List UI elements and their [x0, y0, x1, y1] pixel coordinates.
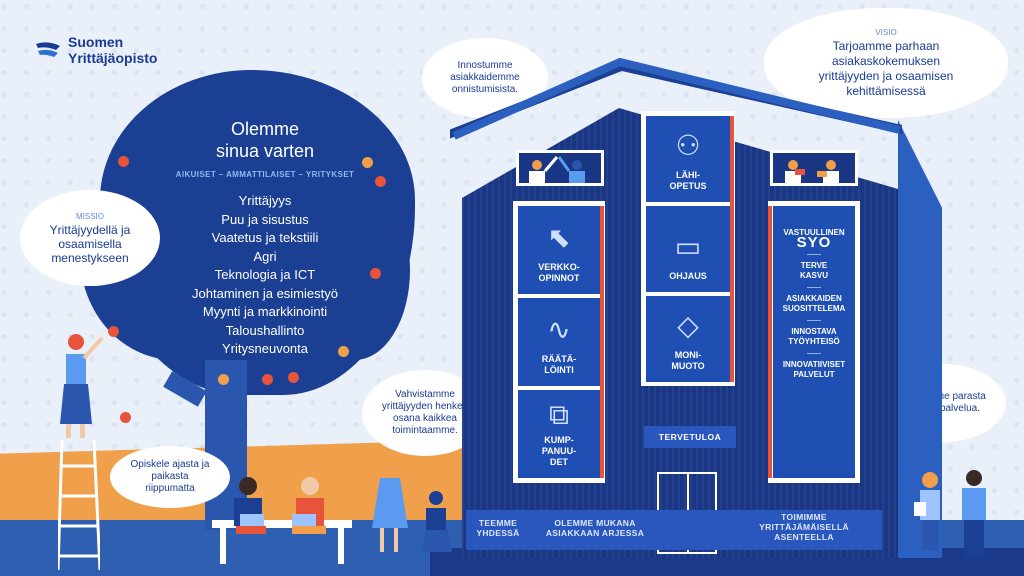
bench [212, 520, 352, 528]
window-people-left [516, 150, 604, 186]
tile-label: LÄHI- OPETUS [669, 170, 707, 191]
crown-title-line-2: sinua varten [215, 141, 315, 161]
offering-item[interactable]: Vaatetus ja tekstiili [211, 230, 319, 245]
tile-label: VERKKO- OPINNOT [538, 262, 580, 283]
crown-title: Olemme sinua varten [140, 118, 390, 162]
person-picking-fruit [60, 334, 104, 438]
bench-leg [338, 528, 344, 564]
visio-text: Tarjoamme parhaan asiakaskokemuksen yrit… [818, 38, 954, 98]
opiskele-bubble: Opiskele ajasta ja paikasta riippumatta [110, 446, 230, 508]
logo-line-1: Suomen [68, 34, 124, 50]
offering-item[interactable]: Yrittäjyys [238, 193, 292, 208]
innostumme-text: Innostumme asiakkaidemme onnistumisista. [450, 60, 520, 95]
values-panel: VASTUULLINEN SYO TERVE KASVU ASIAKKAIDEN… [773, 206, 855, 478]
roof-outline [452, 58, 901, 140]
fruit-icon [288, 372, 299, 383]
people-with-tablet [372, 460, 452, 552]
high-five-people-icon [529, 156, 585, 183]
tile-label: RÄÄTÄ- LÖINTI [541, 354, 577, 375]
tile-monimuoto[interactable]: ◇ MONI- MUOTO [646, 296, 730, 382]
missio-text: Yrittäjyydellä ja osaamisella menestykse… [49, 222, 131, 265]
offering-item[interactable]: Teknologia ja ICT [214, 267, 316, 282]
people-on-bench [234, 477, 326, 534]
crown-title-line-1: Olemme [230, 119, 299, 139]
missio-bubble: MISSIO Yrittäjyydellä ja osaamisella men… [20, 190, 160, 286]
foundation-band [466, 510, 882, 550]
tarjoamme-text: Tarjoamme parasta asiakaspalvelua. [900, 391, 986, 414]
tile-lahiopetus[interactable]: ⚇ LÄHI- OPETUS [646, 116, 730, 202]
welcome-sign: TERVETULOA [644, 426, 736, 448]
offering-item[interactable]: Puu ja sisustus [221, 211, 309, 227]
fruit-icon [120, 412, 131, 423]
chat-bubbles-icon: ⧉ [549, 399, 569, 430]
missio-label: MISSIO [75, 211, 104, 221]
divider [807, 254, 821, 255]
logo-line-2: Yrittäjäopisto [68, 50, 158, 66]
value-innovatiiviset: INNOVATIIVISET PALVELUT [782, 360, 846, 379]
people-talking [914, 470, 986, 558]
value-syo: SYO [796, 234, 832, 251]
visio-bubble: VISIO Tarjoamme parhaan asiakaskokemukse… [764, 8, 1008, 118]
tile-verkko-opinnot[interactable]: ⬉ VERKKO- OPINNOT [518, 206, 600, 294]
people-group-icon: ⚇ [675, 130, 701, 161]
value-suosittelema: ASIAKKAIDEN SUOSITTELEMA [782, 294, 846, 313]
fruit-icon [375, 176, 386, 187]
label-olemme-mukana: OLEMME MUKANA ASIAKKAAN ARJESSA [545, 518, 645, 538]
offering-item[interactable]: Yritysneuvonta [222, 341, 308, 356]
offering-item[interactable]: Taloushallinto [225, 322, 305, 338]
value-terve-kasvu: TERVE KASVU [799, 261, 828, 280]
cursor-icon: ⬉ [547, 222, 571, 253]
value-vastuullinen: VASTUULLINEN [783, 228, 845, 237]
crown-subtitle: AIKUISET – AMMATTILAISET – YRITYKSET [175, 170, 355, 179]
bench-leg [220, 528, 226, 564]
fruit-icon [262, 374, 273, 385]
value-innostava: INNOSTAVA TYÖYHTEISÖ [788, 327, 840, 346]
fruit-icon [108, 326, 119, 337]
tile-ohjaus[interactable]: ▭ OHJAUS [646, 206, 730, 292]
right-column-accent [768, 206, 772, 478]
tile-label: KUMP- PANUU- DET [541, 435, 577, 467]
tile-label: MONI- MUOTO [671, 350, 705, 371]
path-nodes-icon: ∿ [547, 314, 571, 345]
tile-label: OHJAUS [669, 271, 707, 281]
label-toimimme: TOIMIMME YRITTÄJÄMÄISELLÄ ASENTEELLA [759, 512, 849, 542]
opiskele-text: Opiskele ajasta ja paikasta riippumatta [130, 459, 210, 494]
vahvistamme-text: Vahvistamme yrittäjyyden henkeä osana ka… [381, 389, 469, 436]
fruit-icon [362, 157, 373, 168]
label-teemme-yhdessa: TEEMME YHDESSÄ [476, 518, 520, 538]
fruit-icon [338, 346, 349, 357]
offering-item[interactable]: Agri [253, 248, 277, 264]
window-people-right [770, 150, 858, 186]
shapes-cursor-icon: ◇ [677, 310, 699, 341]
fruit-icon [218, 374, 229, 385]
fruit-icon [370, 268, 381, 279]
middle-column-accent [730, 116, 734, 382]
logo-icon [36, 42, 60, 57]
fruit-icon [118, 156, 129, 167]
divider [807, 320, 821, 321]
visio-label: VISIO [875, 27, 897, 37]
message-icon: ▭ [674, 231, 702, 262]
tile-kumppanuudet[interactable]: ⧉ KUMP- PANUU- DET [518, 390, 600, 478]
logo[interactable]: Suomen Yrittäjäopisto [34, 34, 157, 66]
ladder-icon [58, 440, 100, 570]
offering-list: Yrittäjyys Puu ja sisustus Vaatetus ja t… [140, 192, 390, 359]
divider [807, 353, 821, 354]
divider [807, 287, 821, 288]
offering-item[interactable]: Johtaminen ja esimiestyö [192, 285, 338, 301]
studying-people-icon [785, 160, 839, 183]
tile-raatalointi[interactable]: ∿ RÄÄTÄ- LÖINTI [518, 298, 600, 386]
left-column-accent [600, 206, 604, 478]
offering-item[interactable]: Myynti ja markkinointi [202, 304, 328, 319]
